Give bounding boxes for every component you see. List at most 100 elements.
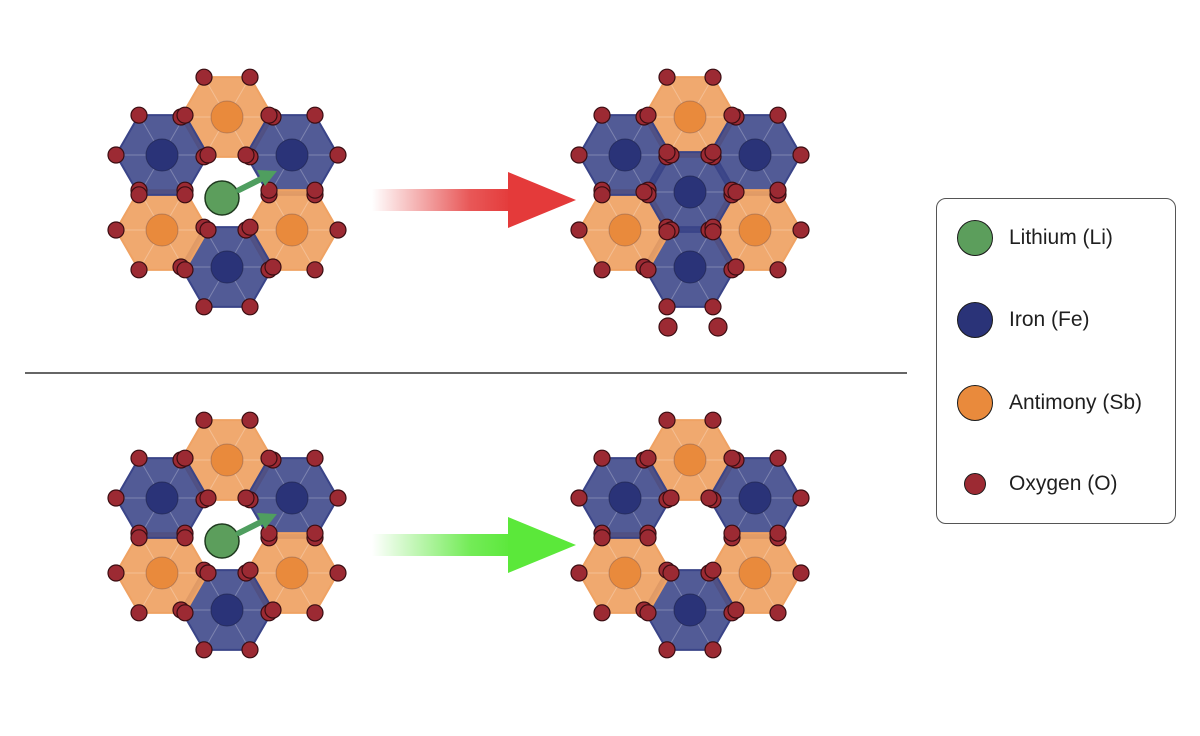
antimony-atom xyxy=(673,443,707,477)
oxygen-atom xyxy=(792,489,810,507)
oxygen-atom xyxy=(639,106,657,124)
iron-atom xyxy=(608,481,642,515)
oxygen-atom xyxy=(570,564,588,582)
oxygen-atom xyxy=(195,298,213,316)
iron-atom xyxy=(145,138,179,172)
legend-item-iron: Iron (Fe) xyxy=(957,300,1090,340)
legend-item-antimony: Antimony (Sb) xyxy=(957,383,1142,423)
oxygen-atom xyxy=(195,411,213,429)
oxygen-atom xyxy=(264,601,282,619)
oxygen-atom xyxy=(260,524,278,542)
antimony-atom xyxy=(738,213,772,247)
oxygen-atom xyxy=(727,258,745,276)
oxygen-atom xyxy=(199,146,217,164)
oxygen-atom xyxy=(639,529,657,547)
oxygen-atom xyxy=(769,449,787,467)
antimony-atom xyxy=(145,556,179,590)
oxygen-atom xyxy=(264,258,282,276)
antimony-atom xyxy=(210,443,244,477)
oxygen-atom xyxy=(237,489,255,507)
oxygen-atom xyxy=(593,604,611,622)
antimony-atom xyxy=(608,213,642,247)
oxygen-atom xyxy=(306,524,324,542)
oxygen-atom xyxy=(199,564,217,582)
oxygen-atom xyxy=(639,449,657,467)
iron-atom xyxy=(210,250,244,284)
oxygen-atom xyxy=(260,449,278,467)
oxygen-atom xyxy=(593,529,611,547)
oxygen-atom xyxy=(176,604,194,622)
oxygen-atom xyxy=(769,524,787,542)
oxygen-atom xyxy=(241,218,259,236)
oxygen-atom xyxy=(130,106,148,124)
iron-atom xyxy=(210,593,244,627)
iron-atom xyxy=(673,250,707,284)
bottom-transition-arrow-shaft xyxy=(372,534,512,556)
oxygen-atom xyxy=(769,181,787,199)
oxygen-atom xyxy=(260,106,278,124)
oxygen-atom xyxy=(107,221,125,239)
antimony-atom xyxy=(275,213,309,247)
lithium-move-arrow-shaft xyxy=(236,519,264,536)
oxygen-atom xyxy=(704,143,722,161)
oxygen-atom xyxy=(570,489,588,507)
oxygen-atom xyxy=(329,564,347,582)
lithium-move-arrow-shaft xyxy=(236,176,264,193)
iron-atom xyxy=(145,481,179,515)
oxygen-atom xyxy=(199,221,217,239)
legend-label-iron: Iron (Fe) xyxy=(1009,308,1090,331)
oxygen-atom xyxy=(593,449,611,467)
antimony-atom xyxy=(608,556,642,590)
oxygen-atom xyxy=(570,221,588,239)
top-transition-arrow-head-icon xyxy=(508,172,576,228)
oxygen-atom xyxy=(199,489,217,507)
oxygen-atom xyxy=(593,186,611,204)
oxygen-atom xyxy=(306,181,324,199)
oxygen-atom xyxy=(593,106,611,124)
oxygen-atom xyxy=(769,106,787,124)
oxygen-atom xyxy=(570,146,588,164)
oxygen-atom xyxy=(176,529,194,547)
oxygen-atom xyxy=(176,186,194,204)
oxygen-atom xyxy=(241,641,259,659)
iron-swatch-icon xyxy=(957,302,993,338)
oxygen-atom xyxy=(700,489,718,507)
oxygen-atom xyxy=(329,221,347,239)
oxygen-atom xyxy=(727,183,745,201)
oxygen-atom xyxy=(329,146,347,164)
oxygen-atom xyxy=(130,261,148,279)
oxygen-atom xyxy=(306,261,324,279)
antimony-swatch-icon xyxy=(957,385,993,421)
oxygen-atom xyxy=(769,261,787,279)
antimony-atom xyxy=(210,100,244,134)
lithium-atom xyxy=(204,523,240,559)
oxygen-atom xyxy=(306,106,324,124)
oxygen-atom xyxy=(723,524,741,542)
oxygen-atom xyxy=(130,186,148,204)
antimony-atom xyxy=(145,213,179,247)
oxygen-atom xyxy=(635,183,653,201)
oxygen-atom xyxy=(704,298,722,316)
oxygen-atom xyxy=(107,146,125,164)
oxygen-atom xyxy=(658,223,676,241)
released-oxygen-atom xyxy=(658,317,678,337)
oxygen-atom xyxy=(792,146,810,164)
oxygen-atom xyxy=(107,489,125,507)
lithium-move-arrow-head-icon xyxy=(257,513,277,529)
oxygen-atom xyxy=(704,641,722,659)
oxygen-atom xyxy=(306,449,324,467)
oxygen-atom xyxy=(176,106,194,124)
iron-atom xyxy=(608,138,642,172)
oxygen-atom xyxy=(176,261,194,279)
oxygen-atom xyxy=(241,411,259,429)
oxygen-atom xyxy=(260,181,278,199)
oxygen-atom xyxy=(658,641,676,659)
oxygen-atom xyxy=(662,564,680,582)
oxygen-atom xyxy=(593,261,611,279)
oxygen-atom xyxy=(306,604,324,622)
lithium-swatch-icon xyxy=(957,220,993,256)
iron-atom xyxy=(275,138,309,172)
oxygen-atom xyxy=(130,449,148,467)
legend-label-oxygen: Oxygen (O) xyxy=(1009,472,1118,495)
iron-atom xyxy=(275,481,309,515)
